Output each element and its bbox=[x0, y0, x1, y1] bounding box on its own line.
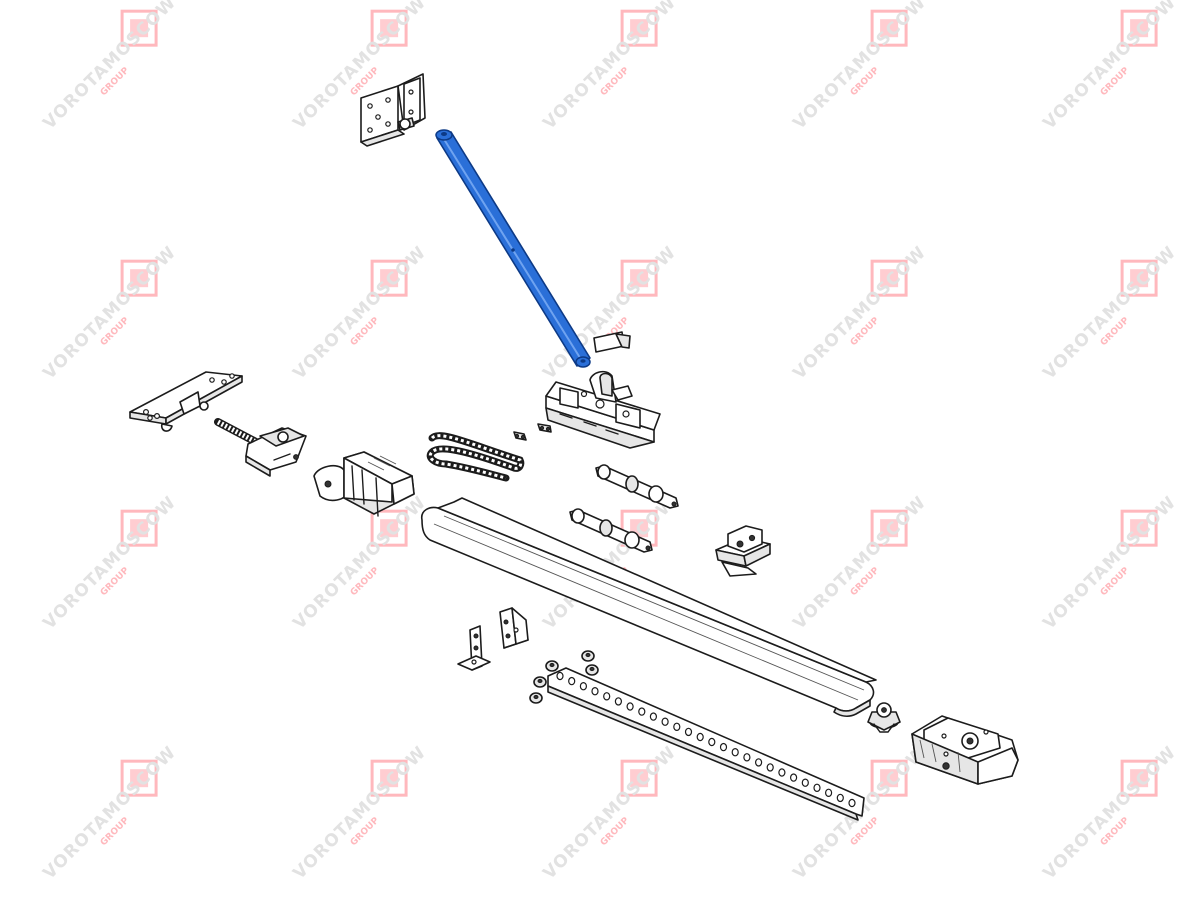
strap-hole bbox=[848, 798, 856, 808]
watermark-text: VOROTAMOSCOW bbox=[1039, 0, 1180, 134]
watermark-text: VOROTAMOSCOW bbox=[289, 492, 430, 633]
watermark-logo bbox=[370, 509, 408, 547]
strap-hole bbox=[603, 692, 611, 701]
watermark-logo bbox=[120, 9, 158, 47]
strap-hole bbox=[684, 727, 693, 737]
watermark-logo bbox=[620, 259, 658, 297]
watermark-logo bbox=[120, 509, 158, 547]
strap-hole bbox=[661, 717, 669, 726]
watermark-text: VOROTAMOSCOW bbox=[539, 0, 680, 134]
watermark-logo bbox=[870, 759, 908, 797]
watermark-logo bbox=[620, 759, 658, 797]
strap-hole bbox=[696, 732, 704, 742]
watermark-logo bbox=[370, 759, 408, 797]
strap-hole bbox=[836, 793, 844, 803]
strap-hole bbox=[556, 671, 564, 681]
fixing-nuts bbox=[529, 650, 599, 704]
watermark-logo bbox=[1120, 759, 1158, 797]
strap-hole bbox=[824, 788, 833, 798]
chain-tensioner bbox=[214, 418, 307, 477]
trolley-carriage bbox=[545, 370, 661, 449]
drive-sprocket bbox=[867, 702, 901, 733]
watermark-logo bbox=[870, 259, 908, 297]
watermark-text: VOROTAMOSCOW bbox=[289, 742, 430, 883]
mounting-bracket-left bbox=[457, 625, 491, 671]
trolley-shoe bbox=[715, 525, 771, 577]
chain-pin-upper bbox=[595, 464, 679, 509]
watermark-text: VOROTAMOSCOW bbox=[39, 492, 180, 633]
watermark-text: VOROTAMOSCOW bbox=[1039, 742, 1180, 883]
header-bracket bbox=[129, 371, 243, 432]
strap-hole bbox=[568, 676, 576, 686]
wall-bracket bbox=[360, 73, 426, 147]
strap-hole bbox=[719, 742, 728, 752]
strap-hole bbox=[813, 783, 821, 793]
strap-hole bbox=[801, 778, 809, 787]
watermark-text: VOROTAMOSCOW bbox=[789, 242, 930, 383]
watermark-logo bbox=[120, 759, 158, 797]
perforated-strap bbox=[547, 667, 865, 821]
watermark-logo bbox=[1120, 9, 1158, 47]
watermark-text: VOROTAMOSCOW bbox=[1039, 492, 1180, 633]
strap-hole bbox=[743, 753, 751, 762]
strap-hole bbox=[778, 768, 786, 777]
front-idler-pulley bbox=[313, 451, 415, 517]
watermark-text: VOROTAMOSCOW bbox=[39, 0, 180, 134]
watermark-logo bbox=[1120, 259, 1158, 297]
watermark-text: VOROTAMOSCOW bbox=[39, 242, 180, 383]
mounting-bracket-right bbox=[499, 607, 529, 649]
watermark-logo bbox=[620, 9, 658, 47]
chain-connector-links bbox=[513, 423, 552, 441]
strap-hole bbox=[579, 682, 588, 691]
watermark-text: VOROTAMOSCOW bbox=[1039, 242, 1180, 383]
watermark-logo bbox=[870, 509, 908, 547]
strap-hole bbox=[673, 722, 681, 732]
strap-hole bbox=[638, 707, 646, 716]
drive-rail bbox=[420, 497, 877, 717]
chain-pin-lower bbox=[569, 508, 653, 553]
strap-hole bbox=[614, 697, 623, 706]
watermark-logo bbox=[370, 259, 408, 297]
drive-chain bbox=[426, 432, 525, 482]
strap-hole bbox=[789, 773, 798, 782]
watermark-text: VOROTAMOSCOW bbox=[789, 492, 930, 633]
watermark-logo bbox=[120, 259, 158, 297]
arm-clip bbox=[593, 331, 631, 353]
door-arm bbox=[435, 129, 591, 368]
watermark-text: VOROTAMOSCOW bbox=[539, 742, 680, 883]
strap-hole bbox=[731, 748, 739, 757]
watermark-logo bbox=[1120, 509, 1158, 547]
strap-hole bbox=[708, 737, 716, 747]
watermark-text: VOROTAMOSCOW bbox=[789, 0, 930, 134]
watermark-text: VOROTAMOSCOW bbox=[39, 742, 180, 883]
strap-hole bbox=[626, 702, 634, 711]
watermark-logo bbox=[370, 9, 408, 47]
watermark-text: VOROTAMOSCOW bbox=[289, 242, 430, 383]
motor-head bbox=[911, 715, 1019, 785]
watermark-logo bbox=[870, 9, 908, 47]
strap-hole bbox=[766, 763, 774, 772]
strap-hole bbox=[754, 758, 763, 767]
strap-hole bbox=[649, 712, 658, 721]
strap-hole bbox=[591, 687, 599, 696]
strap-holes bbox=[556, 671, 856, 808]
